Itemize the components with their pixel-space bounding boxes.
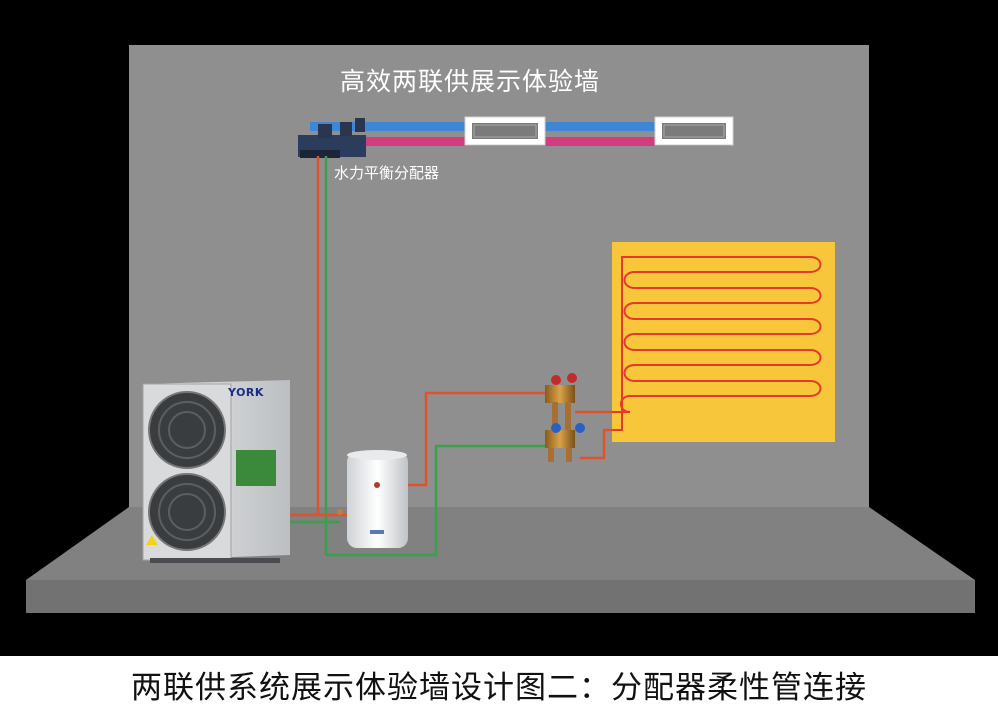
floor-heating-manifold [545, 373, 585, 462]
system-piping [290, 391, 612, 557]
wall-title: 高效两联供展示体验墙 [339, 67, 600, 96]
heating-coil [612, 256, 822, 431]
fan-coil-unit-1 [464, 116, 546, 146]
floor-heating-panel [612, 242, 835, 442]
figure-caption: 两联供系统展示体验墙设计图二：分配器柔性管连接 [131, 670, 867, 706]
fan-grille-bottom [148, 473, 226, 551]
fan-grille-top [148, 391, 226, 469]
exhibition-wall-scene [26, 45, 975, 613]
outdoor-unit-brand: YORK [228, 386, 264, 399]
diagram-stage: 高效两联供展示体验墙 水力平衡分配器 YORK [0, 0, 998, 656]
supply-return-risers [316, 156, 328, 555]
outdoor-heat-pump-unit [142, 380, 290, 563]
distributor-label: 水力平衡分配器 [334, 164, 440, 182]
water-tank [337, 450, 408, 548]
floor-front-edge [26, 580, 975, 613]
fan-coil-unit-2 [654, 116, 734, 146]
hydraulic-distributor [298, 118, 366, 158]
